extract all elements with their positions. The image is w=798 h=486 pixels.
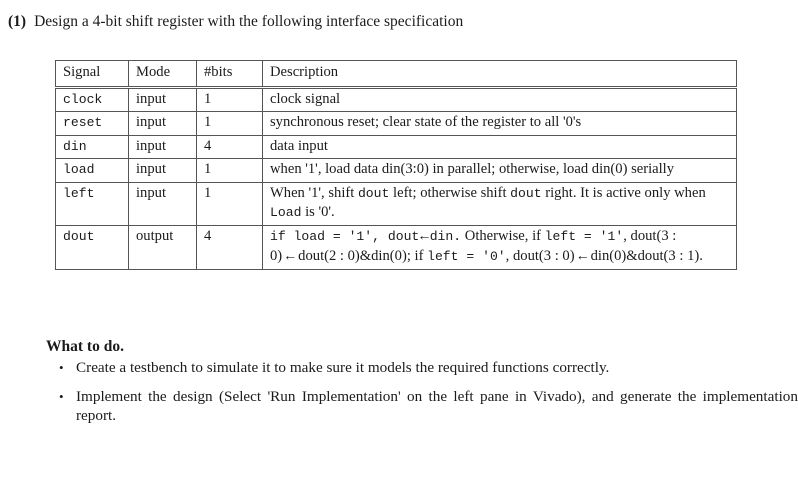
table-row: load input 1 when '1', load data din(3:0… [55, 158, 737, 183]
desc-text: When '1', shift [270, 184, 358, 201]
cell-description-reset: synchronous reset; clear state of the re… [262, 111, 737, 136]
table-row: reset input 1 synchronous reset; clear s… [55, 111, 737, 136]
cell-description-din: data input [262, 135, 737, 159]
table-row: clock input 1 clock signal [55, 85, 737, 112]
desc-text: , [623, 227, 631, 244]
column-header-signal: Signal [55, 60, 129, 87]
desc-text: ; if [406, 248, 428, 264]
problem-statement: (1) Design a 4-bit shift register with th… [8, 12, 790, 32]
cell-mode-load: input [128, 158, 197, 183]
bullet-icon: • [59, 388, 64, 404]
cell-bits-din: 4 [196, 135, 263, 159]
left-arrow-icon: ← [575, 249, 590, 264]
list-item-text: Implement the design (Select 'Run Implem… [76, 387, 798, 425]
expr-left-eq-0: left = '0' [427, 249, 506, 264]
cell-description-load: when '1', load data din(3:0) in parallel… [262, 158, 737, 183]
list-item: • Implement the design (Select 'Run Impl… [59, 387, 798, 426]
what-to-do-list: • Create a testbench to simulate it to m… [46, 358, 798, 435]
desc-text: right. It is active only when [541, 184, 706, 201]
list-item-text: Create a testbench to simulate it to mak… [76, 359, 610, 376]
expr-dout-concat-1: dout(2 : 0)&din(0) [298, 248, 407, 264]
cell-bits-load: 1 [196, 158, 263, 183]
cell-mode-din: input [128, 135, 197, 159]
spec-table: Signal Mode #bits Description clock inpu… [55, 60, 737, 270]
signal-ref-dout: dout [357, 185, 390, 201]
expr-dout-range-1: dout(3 : 0) [270, 227, 677, 265]
cell-signal-reset: reset [55, 111, 129, 136]
left-arrow-icon: ← [420, 228, 429, 245]
expr-load-assign: if load = '1', dout [270, 228, 420, 244]
cell-bits-reset: 1 [196, 111, 263, 136]
table-header-row: Signal Mode #bits Description [55, 60, 737, 87]
cell-signal-dout: dout [55, 225, 129, 270]
cell-bits-left: 1 [196, 182, 263, 226]
interface-specification-table: Signal Mode #bits Description clock inpu… [55, 60, 737, 270]
cell-bits-clock: 1 [196, 85, 263, 112]
list-item: • Create a testbench to simulate it to m… [59, 358, 798, 378]
left-arrow-icon: ← [283, 249, 298, 264]
expr-left-eq-1: left = '1' [544, 228, 624, 244]
column-header-description: Description [262, 60, 737, 87]
desc-text: , [505, 248, 513, 264]
expr-dout-range-2: dout(3 : 0) [512, 248, 575, 264]
cell-bits-dout: 4 [196, 225, 263, 270]
cell-mode-reset: input [128, 111, 197, 136]
cell-description-clock: clock signal [262, 85, 737, 112]
expr-din: din. [429, 228, 462, 244]
cell-mode-dout: output [128, 225, 197, 270]
cell-signal-load: load [55, 158, 129, 183]
cell-signal-clock: clock [55, 85, 129, 112]
desc-text: . [699, 248, 703, 264]
desc-text: left; otherwise shift [389, 184, 511, 201]
signal-ref-load: Load [270, 205, 302, 220]
expr-dout-concat-2: din(0)&dout(3 : 1) [590, 248, 700, 264]
problem-number: (1) [8, 13, 27, 30]
cell-signal-left: left [55, 182, 129, 226]
column-header-mode: Mode [128, 60, 197, 87]
signal-ref-dout: dout [510, 185, 542, 201]
desc-text: is '0'. [301, 204, 335, 220]
problem-text: Design a 4-bit shift register with the f… [34, 13, 464, 30]
bullet-icon: • [59, 360, 64, 375]
table-row: left input 1 When '1', shift dout left; … [55, 182, 737, 226]
cell-signal-din: din [55, 135, 129, 159]
cell-mode-clock: input [128, 85, 197, 112]
desc-text: Otherwise, if [461, 227, 545, 244]
what-to-do-heading: What to do. [46, 338, 124, 355]
cell-description-dout: if load = '1', dout←din. Otherwise, if l… [262, 225, 737, 270]
table-row: dout output 4 if load = '1', dout←din. O… [55, 225, 737, 270]
cell-mode-left: input [128, 182, 197, 226]
table-row: din input 4 data input [55, 135, 737, 159]
cell-description-left: When '1', shift dout left; otherwise shi… [262, 182, 737, 226]
column-header-bits: #bits [196, 60, 263, 87]
